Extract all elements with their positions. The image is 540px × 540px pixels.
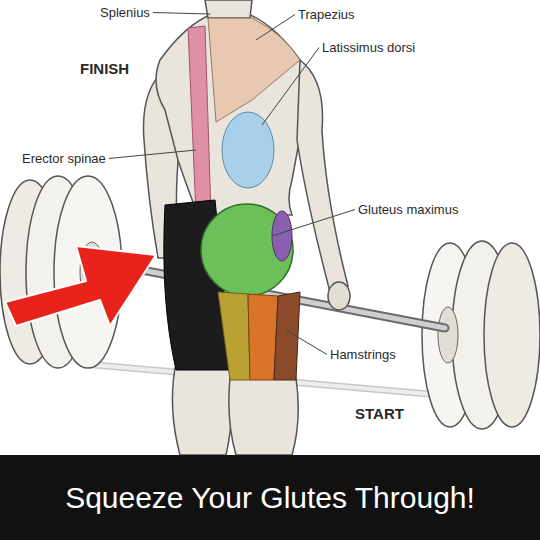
leader-line xyxy=(272,210,355,237)
label-holder: Gluteus maximus xyxy=(358,200,458,218)
leader-line xyxy=(153,13,210,15)
torso xyxy=(156,14,309,215)
muscle-label: Splenius xyxy=(100,5,150,20)
leader-line xyxy=(286,330,327,355)
muscle-label: Gluteus maximus xyxy=(358,202,458,217)
label-holder: Splenius xyxy=(100,3,150,21)
hamstring-muscle xyxy=(248,294,278,380)
caption-holder: Squeeze Your Glutes Through! xyxy=(0,455,540,540)
gluteus-medius-muscle xyxy=(272,211,292,261)
phase-label: FINISH xyxy=(80,60,129,77)
hamstring-muscle xyxy=(218,292,250,380)
trapezius-muscle xyxy=(208,18,300,122)
leader-line xyxy=(262,48,319,126)
label-holder: FINISH xyxy=(80,60,129,78)
label-holder: Trapezius xyxy=(298,5,355,23)
right-leg xyxy=(229,378,298,455)
leader-line xyxy=(109,150,196,159)
plate-hub xyxy=(438,307,458,363)
right-arm xyxy=(297,60,348,292)
leader-line xyxy=(256,15,295,41)
pointer-arrow xyxy=(5,246,156,326)
left-leg xyxy=(172,368,232,455)
label-holder: START xyxy=(355,405,404,423)
caption-bar xyxy=(0,455,540,540)
latissimus-muscle xyxy=(222,112,274,188)
muscle-label: Erector spinae xyxy=(22,151,106,166)
muscle-label: Hamstrings xyxy=(330,347,396,362)
gluteus-maximus-muscle xyxy=(201,204,293,296)
label-holder: Latissimus dorsi xyxy=(322,38,415,56)
phase-label: START xyxy=(355,405,404,422)
hand xyxy=(328,282,350,310)
muscle-label: Trapezius xyxy=(298,7,355,22)
label-holder: Erector spinae xyxy=(22,149,106,167)
label-holder: Hamstrings xyxy=(330,345,396,363)
erector-spinae-muscle xyxy=(188,26,211,215)
caption: Squeeze Your Glutes Through! xyxy=(65,480,475,516)
muscle-label: Latissimus dorsi xyxy=(322,40,415,55)
weight-plate xyxy=(484,243,540,427)
background xyxy=(0,0,540,455)
neck xyxy=(205,0,252,18)
